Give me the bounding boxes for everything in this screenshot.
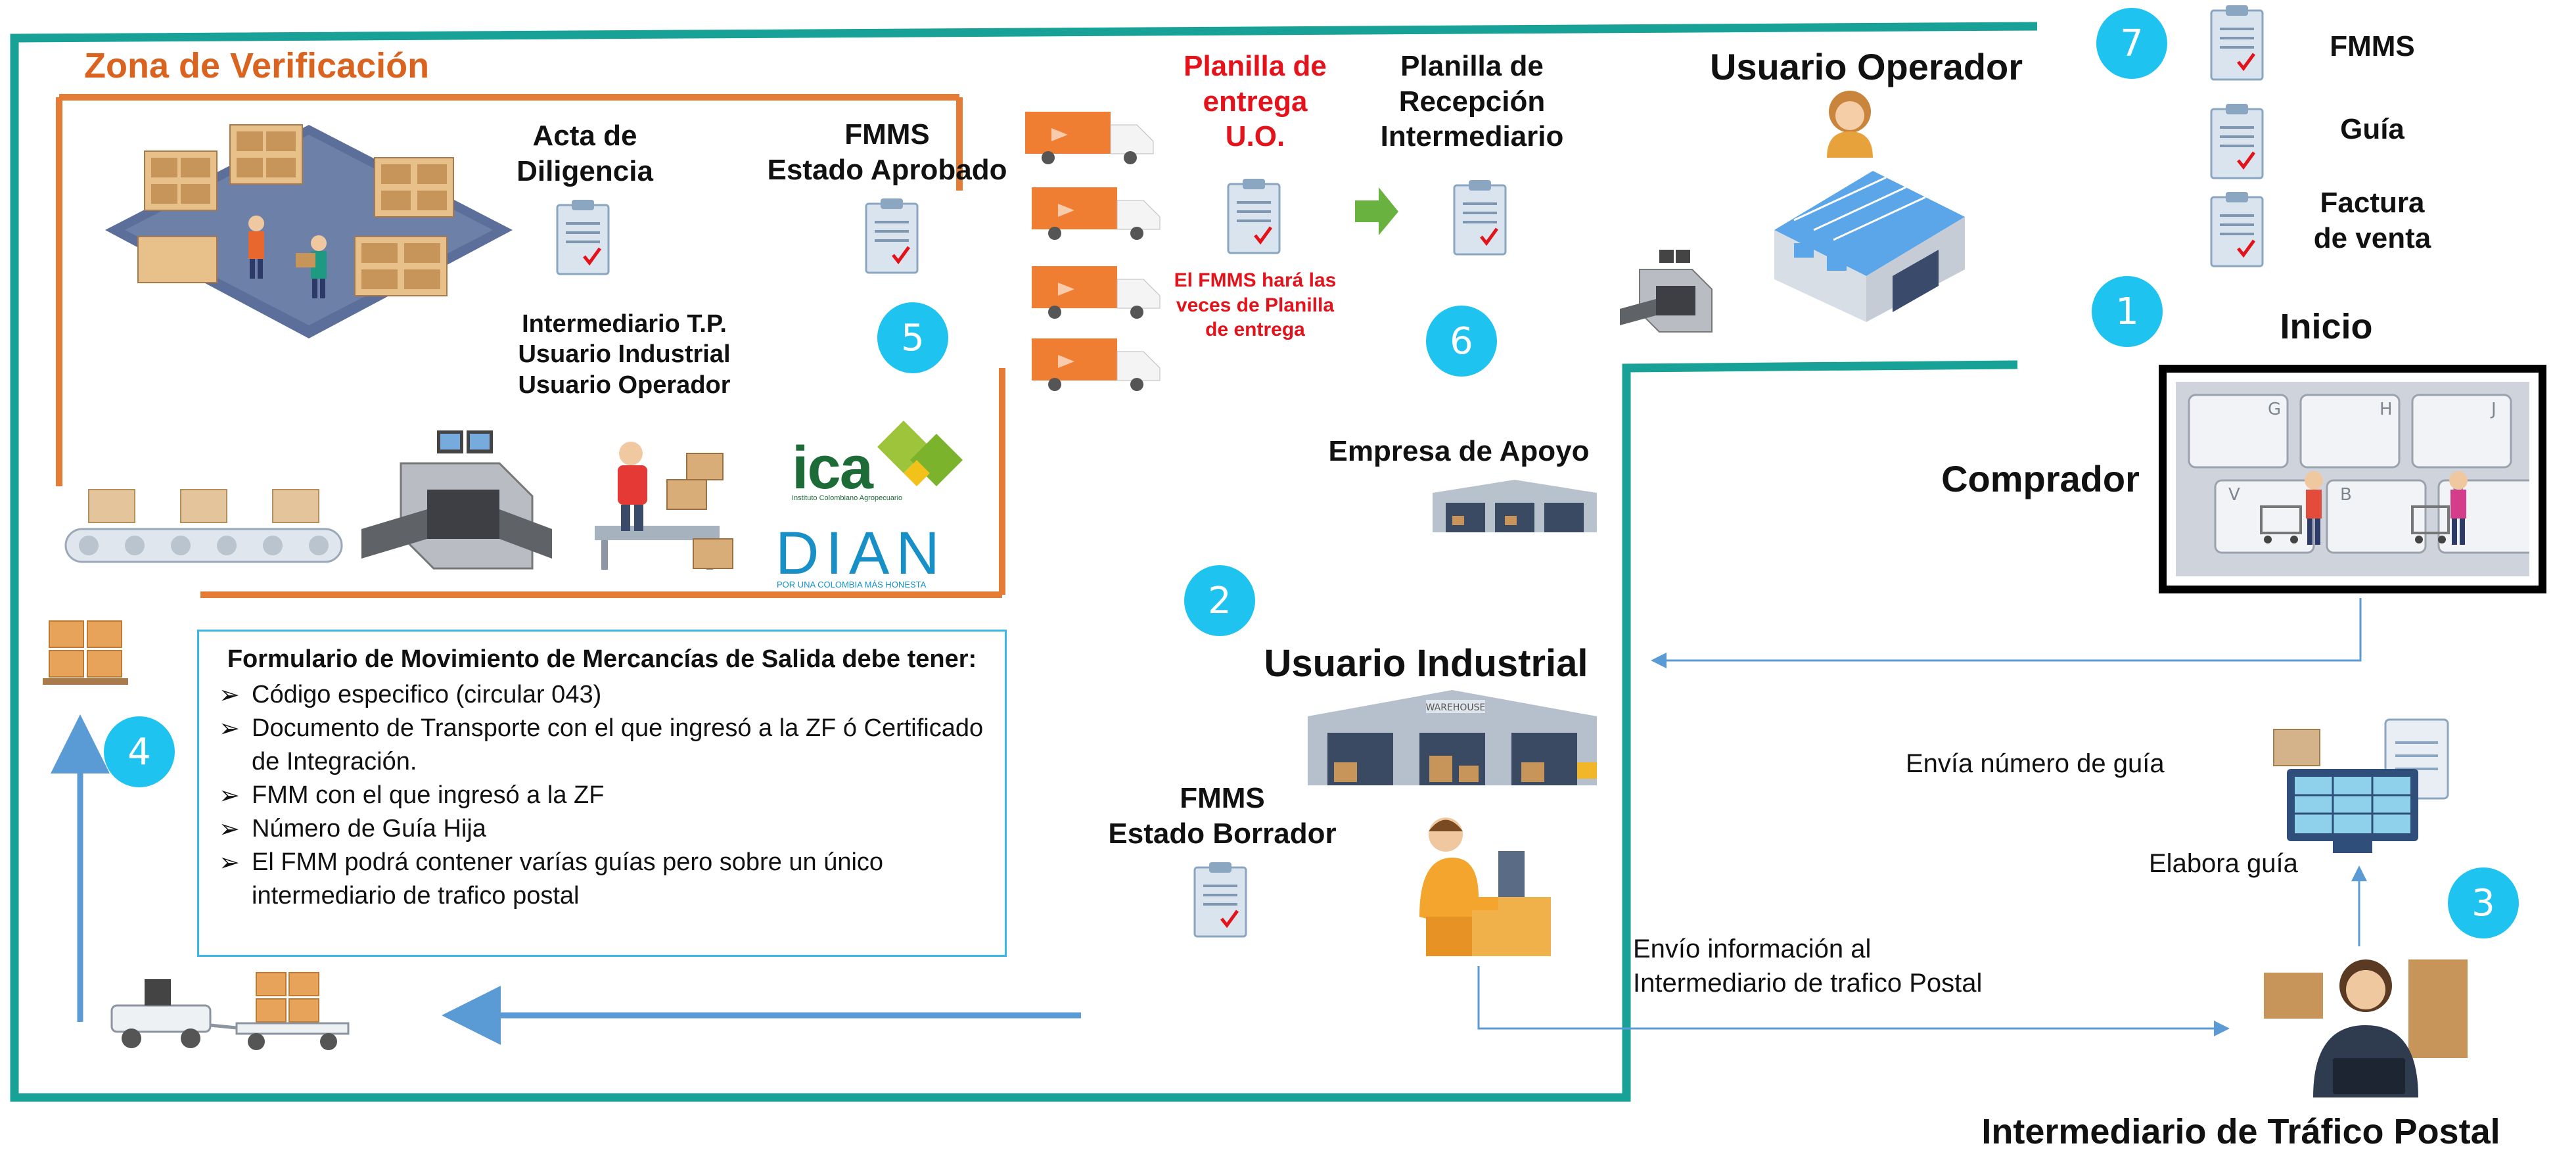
form-item-codigo: Código especifico (circular 043) bbox=[215, 678, 989, 712]
arrow-industrial-to-intermediario bbox=[1477, 966, 2230, 1036]
packing-worker-illustration bbox=[595, 442, 733, 570]
planilla-entrega-label: Planilla de entrega U.O. bbox=[1184, 50, 1327, 153]
planilla-entrega-clipboard-icon bbox=[1227, 179, 1281, 254]
usuario-operador-title: Usuario Operador bbox=[1709, 46, 2023, 87]
ica-logo-mark bbox=[877, 421, 963, 486]
step-7-badge: 7 bbox=[2096, 8, 2167, 79]
ica-logo-text: ica bbox=[792, 434, 873, 501]
step-4-badge: 4 bbox=[104, 716, 175, 787]
key-h: H bbox=[2380, 400, 2393, 419]
comprador-image-frame: G H J V B N bbox=[2159, 365, 2546, 593]
legend-guia-clipboard-icon bbox=[2210, 104, 2264, 179]
guia-computer-illustration bbox=[2273, 718, 2449, 853]
acta-clipboard-icon bbox=[556, 200, 610, 275]
green-arrow bbox=[1355, 187, 1398, 235]
key-g: G bbox=[2268, 400, 2281, 419]
pallet-boxes-icon bbox=[43, 620, 128, 685]
operator-warehouse-illustration bbox=[1774, 171, 1965, 322]
fmms-aprobado-label: FMMS Estado Aprobado bbox=[767, 118, 1007, 186]
form-item-varias-guias: El FMM podrá contener varías guías pero … bbox=[215, 846, 989, 913]
teal-frame bbox=[10, 22, 2038, 1102]
form-requirements-list: Código especifico (circular 043) Documen… bbox=[215, 678, 989, 913]
ica-logo-subtitle: Instituto Colombiano Agropecuario bbox=[792, 494, 903, 502]
legend-fmms-clipboard-icon bbox=[2210, 5, 2264, 81]
form-item-documento: Documento de Transporte con el que ingre… bbox=[215, 712, 989, 779]
envia-guia-label: Envía número de guía bbox=[1906, 749, 2165, 778]
form-requirements-box: Formulario de Movimiento de Mercancías d… bbox=[197, 630, 1007, 957]
fmms-borrador-label: FMMS Estado Borrador bbox=[1108, 782, 1337, 850]
intermediario-agent-illustration bbox=[2264, 959, 2468, 1097]
dian-logo-subtitle: POR UNA COLOMBIA MÁS HONESTA bbox=[777, 580, 927, 589]
legend-guia-label: Guía bbox=[2340, 113, 2404, 145]
fmms-borrador-clipboard-icon bbox=[1193, 862, 1247, 938]
ica-logo: ica Instituto Colombiano Agropecuario bbox=[792, 421, 963, 506]
zone-title: Zona de Verificación bbox=[84, 46, 430, 85]
empresa-apoyo-label: Empresa de Apoyo bbox=[1328, 435, 1590, 467]
dian-logo-text: DIAN bbox=[775, 520, 946, 587]
form-item-guia-hija: Número de Guía Hija bbox=[215, 812, 989, 846]
fmms-aprobado-clipboard-icon bbox=[865, 198, 919, 274]
operator-person-icon bbox=[1827, 91, 1873, 158]
operator-scanner-illustration bbox=[1620, 250, 1713, 333]
comprador-label: Comprador bbox=[1941, 458, 2140, 499]
planilla-recepcion-clipboard-icon bbox=[1453, 180, 1507, 256]
keyboard-shoppers-illustration: G H J V B N bbox=[2176, 382, 2539, 576]
elabora-guia-label: Elabora guía bbox=[2149, 849, 2298, 878]
legend-factura-label: Factura de venta bbox=[2313, 187, 2431, 254]
inicio-label: Inicio bbox=[2280, 307, 2373, 346]
empresa-apoyo-warehouse-icon bbox=[1433, 480, 1597, 532]
arrow-comprador-to-industrial bbox=[1651, 598, 2362, 668]
key-b: B bbox=[2340, 485, 2352, 505]
usuario-industrial-title: Usuario Industrial bbox=[1264, 642, 1588, 685]
legend-factura-clipboard-icon bbox=[2210, 192, 2264, 267]
warehouse-floor-illustration bbox=[105, 124, 513, 338]
industrial-warehouse-illustration: WAREHOUSE bbox=[1308, 690, 1597, 785]
cargo-cart-illustration bbox=[110, 972, 350, 1050]
step-2-badge: 2 bbox=[1184, 565, 1255, 636]
acta-label: Acta de Diligencia bbox=[517, 120, 653, 187]
key-j: J bbox=[2490, 400, 2496, 419]
key-v: V bbox=[2228, 485, 2240, 505]
step-5-badge: 5 bbox=[877, 302, 948, 373]
intermediario-title: Intermediario de Tráfico Postal bbox=[1981, 1112, 2500, 1151]
warehouse-sign-text: WAREHOUSE bbox=[1426, 703, 1486, 713]
industrial-worker-desk-illustration bbox=[1419, 818, 1551, 956]
actors-label: Intermediario T.P. Usuario Industrial Us… bbox=[518, 310, 731, 399]
xray-scanner-illustration bbox=[361, 430, 552, 570]
conveyor-belt-illustration bbox=[64, 489, 343, 563]
planilla-recepcion-label: Planilla de Recepción Intermediario bbox=[1380, 50, 1564, 153]
delivery-trucks-group bbox=[1025, 112, 1161, 391]
envio-info-label: Envío información al Intermediario de tr… bbox=[1633, 935, 1983, 998]
dian-logo: DIAN POR UNA COLOMBIA MÁS HONESTA bbox=[775, 519, 979, 589]
step-3-badge: 3 bbox=[2448, 867, 2519, 938]
legend-fmms-label: FMMS bbox=[2330, 30, 2415, 62]
fmms-note-label: El FMMS hará las veces de Planilla de en… bbox=[1174, 269, 1337, 340]
form-item-fmm: FMM con el que ingresó a la ZF bbox=[215, 779, 989, 812]
form-requirements-title: Formulario de Movimiento de Mercancías d… bbox=[227, 645, 977, 673]
step-1-badge: 1 bbox=[2092, 276, 2163, 347]
step-6-badge: 6 bbox=[1426, 306, 1497, 377]
